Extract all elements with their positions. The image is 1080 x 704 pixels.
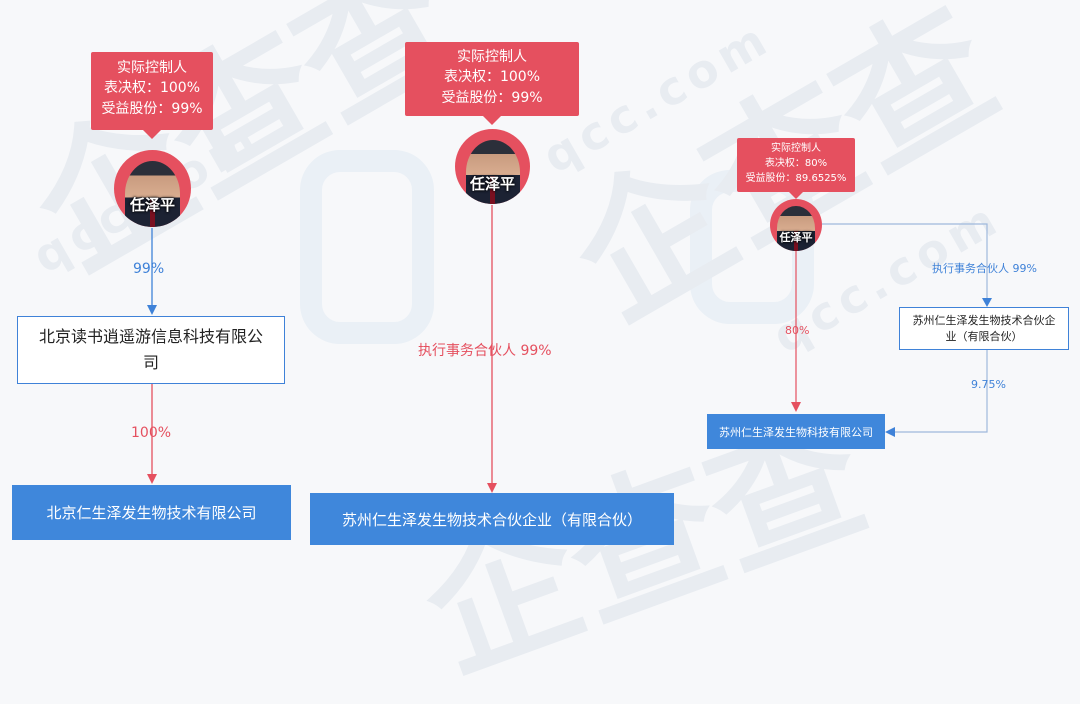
edge-label-80: 80% xyxy=(785,324,810,337)
arrow-head xyxy=(147,305,157,315)
person-tie xyxy=(490,175,495,204)
person-tie xyxy=(794,231,798,251)
partnership-3[interactable]: 苏州仁生泽发生物技术合伙企业（有限合伙） xyxy=(899,307,1069,350)
controller-voting: 表决权：100% xyxy=(443,69,541,85)
controller-box-3: 实际控制人 表决权：80% 受益股份：89.6525% xyxy=(737,138,855,199)
connector-lines xyxy=(147,205,992,493)
company-name: 苏州仁生泽发生物科技有限公司 xyxy=(719,425,873,439)
controller-title: 实际控制人 xyxy=(771,143,821,154)
edge-partnership-to-company xyxy=(893,350,988,433)
arrow-head xyxy=(982,298,992,307)
controller-box-1: 实际控制人 表决权：100% 受益股份：99% xyxy=(91,52,213,139)
avatar-person-2[interactable]: 任泽平 xyxy=(455,129,530,204)
controller-benefit: 受益股份：99% xyxy=(441,90,543,106)
edge-label-partner: 执行事务合伙人 99% xyxy=(418,343,552,359)
company-target-3[interactable]: 苏州仁生泽发生物科技有限公司 xyxy=(707,414,885,449)
edge-label-975: 9.75% xyxy=(971,378,1006,391)
pointer xyxy=(143,130,161,139)
controller-title: 实际控制人 xyxy=(457,49,527,65)
edge-person-to-partnership-3 xyxy=(822,223,988,300)
controller-voting: 表决权：80% xyxy=(764,158,828,169)
controller-box-2: 实际控制人 表决权：100% 受益股份：99% xyxy=(405,42,579,125)
company-intermediate-1[interactable]: 北京读书逍遥游信息科技有限公司 xyxy=(17,316,285,384)
pointer xyxy=(789,192,803,199)
avatar-person-3[interactable]: 任泽平 xyxy=(770,199,822,251)
partnership-name: 苏州仁生泽发生物技术合伙企业（有限合伙） xyxy=(912,313,1056,343)
controller-voting: 表决权：100% xyxy=(103,80,201,96)
person-name: 任泽平 xyxy=(469,175,515,193)
arrow-head xyxy=(791,402,801,412)
person-name: 任泽平 xyxy=(779,231,813,244)
watermark-logo-shape xyxy=(300,150,434,344)
person-name: 任泽平 xyxy=(129,196,175,214)
company-target-1[interactable]: 北京仁生泽发生物技术有限公司 xyxy=(12,485,291,540)
arrow-head xyxy=(147,474,157,484)
company-name: 北京读书逍遥游信息科技有限公司 xyxy=(38,327,263,372)
person-tie xyxy=(150,197,155,227)
pointer xyxy=(483,116,501,125)
company-target-2[interactable]: 苏州仁生泽发生物技术合伙企业（有限合伙） xyxy=(310,493,674,545)
edge-label-100: 100% xyxy=(131,425,172,441)
company-name: 北京仁生泽发生物技术有限公司 xyxy=(46,504,257,522)
arrow-head xyxy=(487,483,497,493)
edge-label-partner-3: 执行事务合伙人 99% xyxy=(932,262,1037,275)
avatar-person-1[interactable]: 任泽平 xyxy=(114,150,191,227)
edge-label-99: 99% xyxy=(133,261,165,277)
controller-benefit: 受益股份：89.6525% xyxy=(745,173,847,184)
controller-title: 实际控制人 xyxy=(117,60,187,76)
controller-benefit: 受益股份：99% xyxy=(101,101,203,117)
company-name: 苏州仁生泽发生物技术合伙企业（有限合伙） xyxy=(341,510,642,529)
arrow-head xyxy=(885,427,895,437)
